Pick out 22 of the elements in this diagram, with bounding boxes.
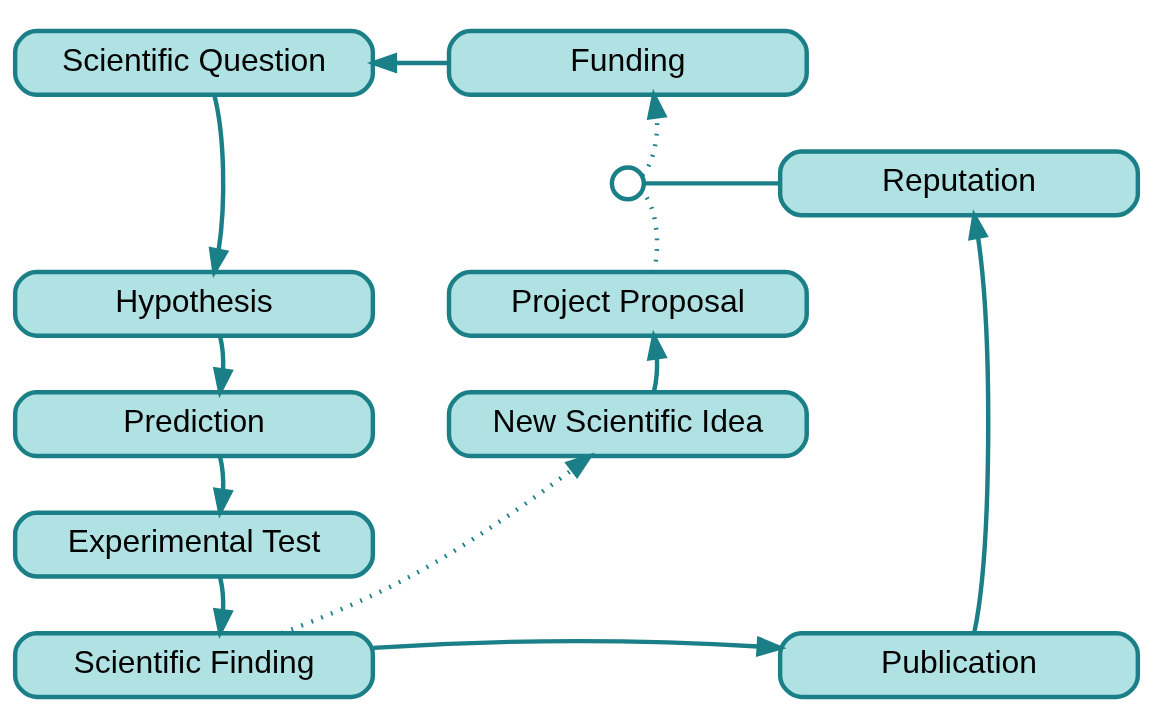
node-box: Experimental Test (12, 510, 376, 579)
arrow (280, 451, 595, 635)
arrow (646, 329, 668, 392)
node-box: Scientific Finding (12, 630, 376, 699)
arrow (373, 635, 787, 657)
arrow (212, 455, 234, 519)
node-box: Prediction (12, 389, 376, 458)
node-box: Hypothesis (12, 269, 376, 338)
node-box: Project Proposal (446, 269, 809, 338)
node-box: Reputation (777, 148, 1141, 217)
node-box: New Scientific Idea (446, 389, 809, 458)
arrow (366, 51, 449, 74)
node-box: Funding (446, 28, 809, 97)
arrow (208, 94, 230, 278)
connector (644, 180, 780, 186)
node-box: Scientific Question (12, 28, 376, 97)
arrow (640, 88, 668, 176)
arrow (212, 335, 234, 398)
arrow (212, 576, 234, 639)
node-circle (609, 164, 646, 202)
node-box: Publication (777, 630, 1141, 699)
arrow (967, 208, 991, 633)
